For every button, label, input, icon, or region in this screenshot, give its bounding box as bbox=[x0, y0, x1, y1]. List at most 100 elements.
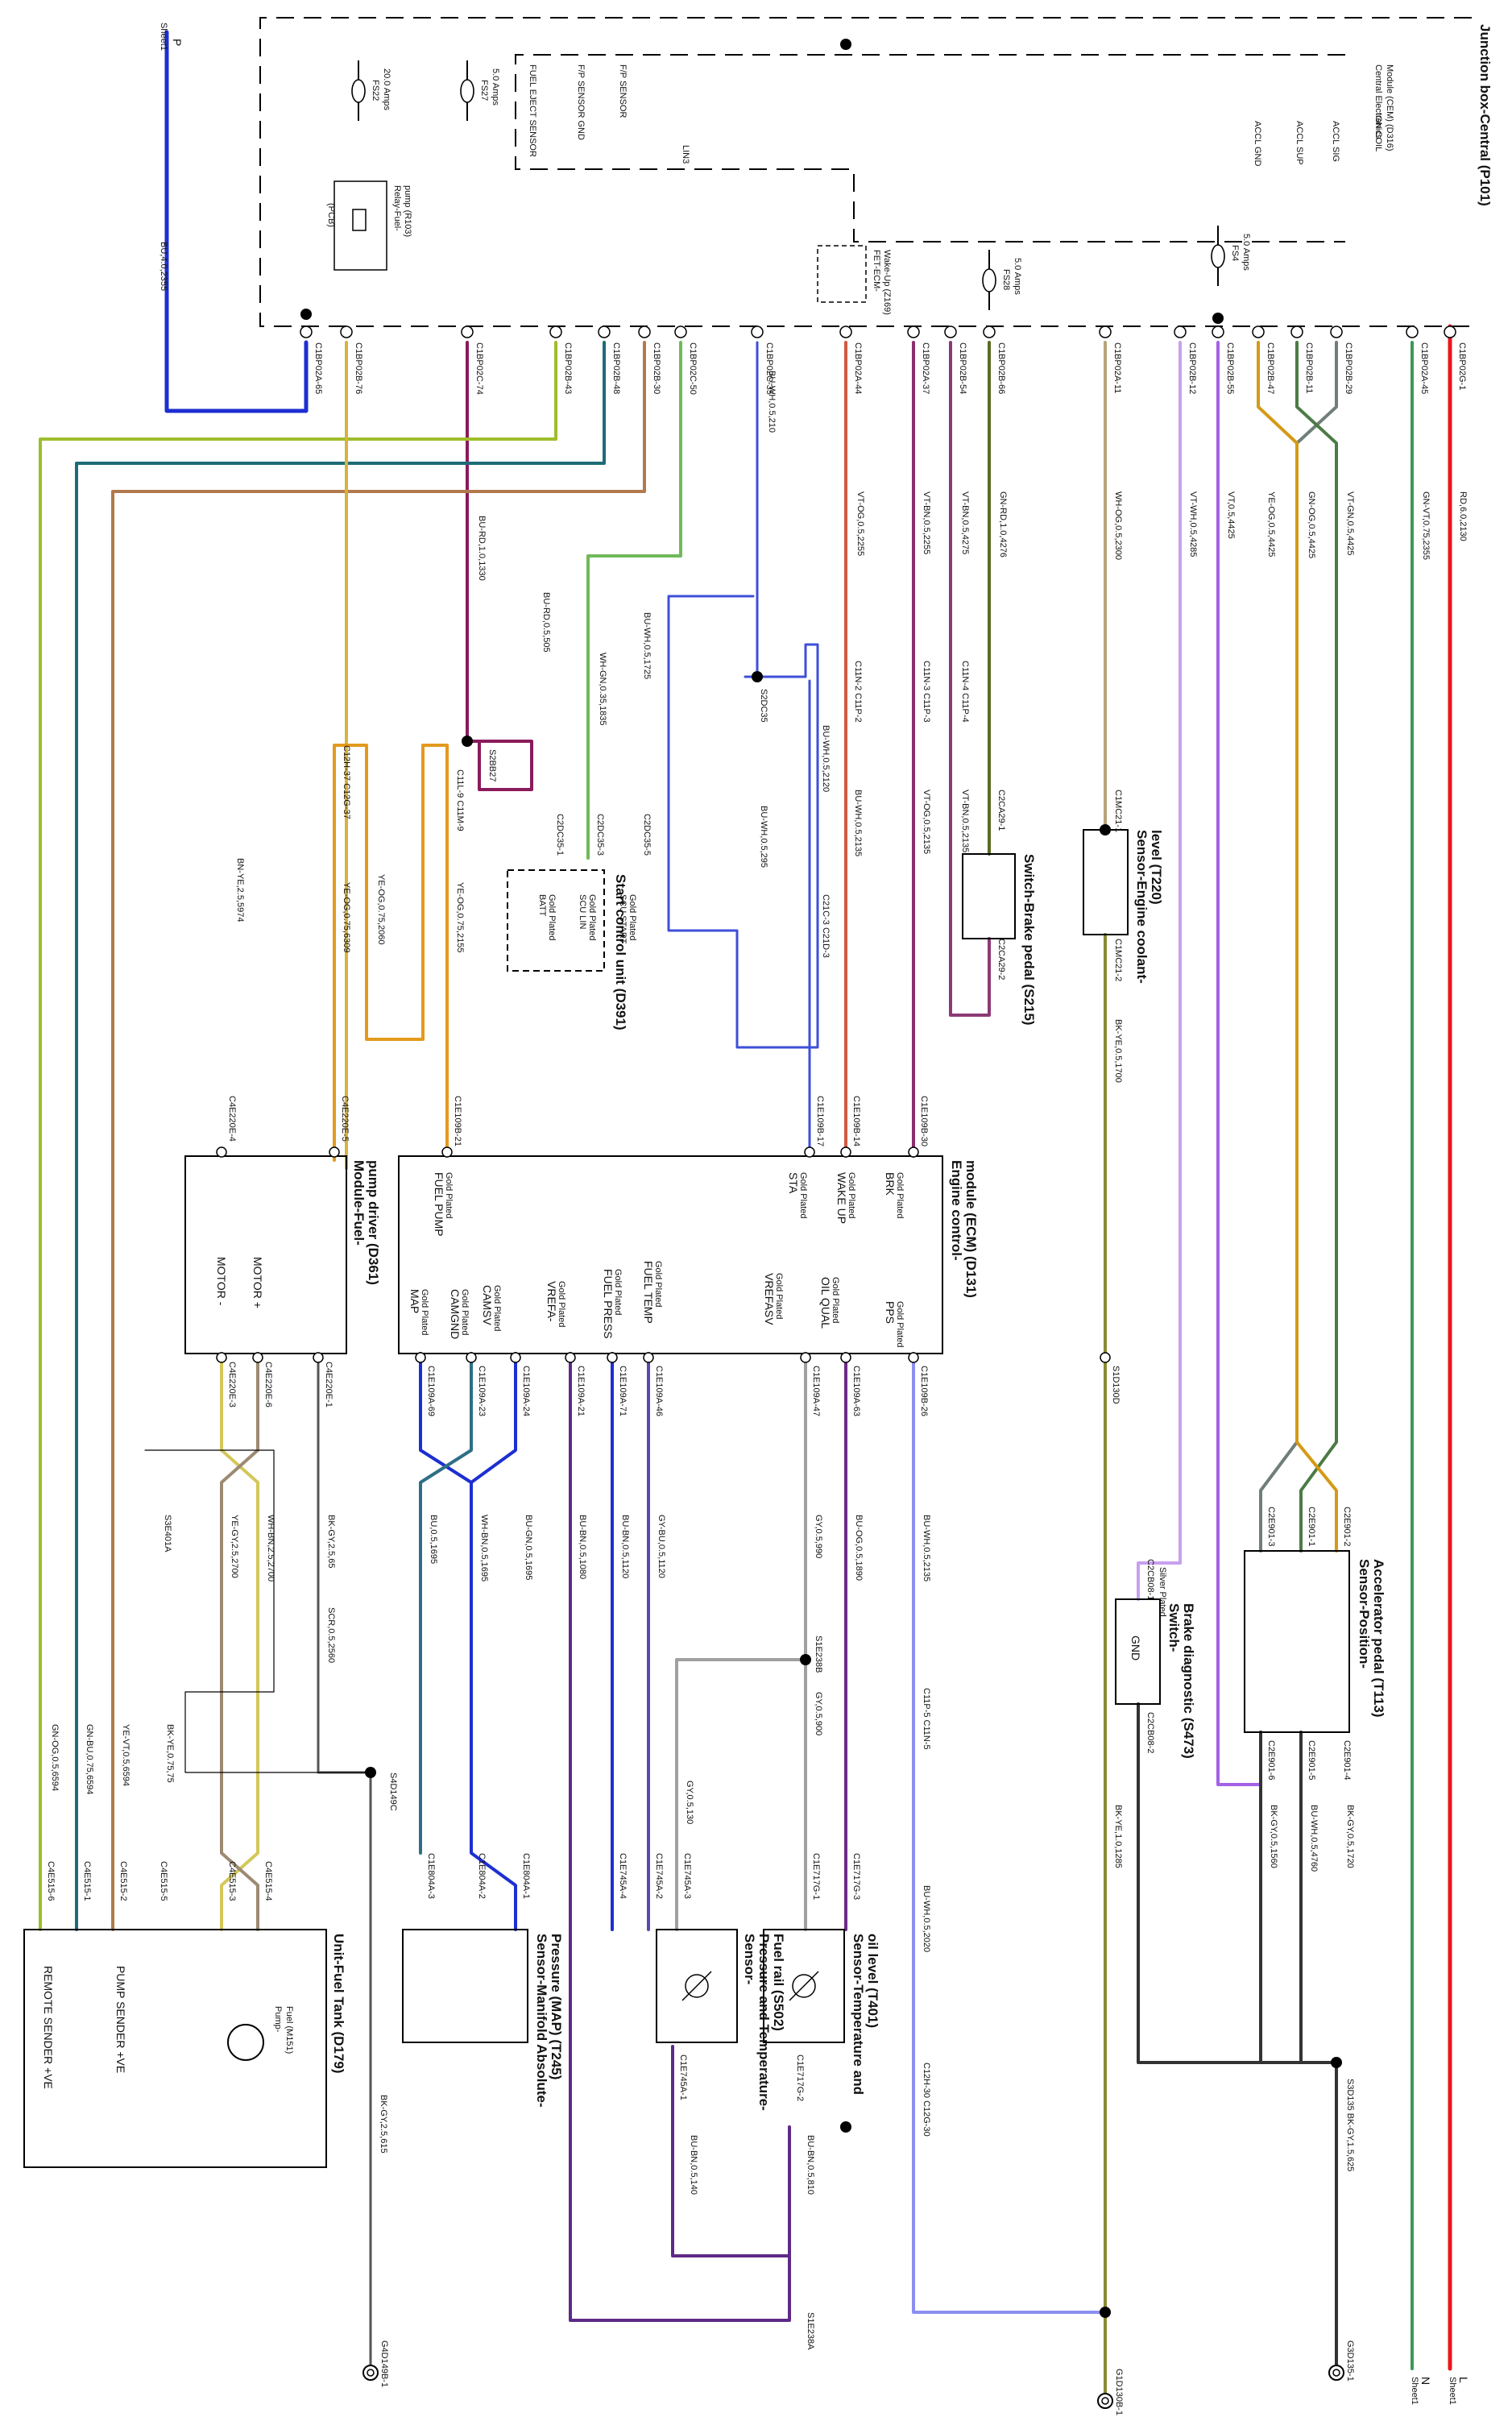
scu-pin: SCU START bbox=[618, 894, 628, 944]
wire-label: C2DC35-1 bbox=[555, 814, 565, 856]
ecm-pin-plate: Gold Plated bbox=[653, 1261, 663, 1307]
ground-icon bbox=[367, 2369, 375, 2377]
ecm-pin: FUEL PRESS bbox=[602, 1269, 615, 1339]
wire-label: WH-GN,0.35,1835 bbox=[598, 653, 607, 725]
wire-label: C1MC21-2 bbox=[1113, 939, 1123, 981]
connector-label: C1BP02A-65 bbox=[313, 342, 323, 394]
wire-label: S2DC35 bbox=[759, 689, 768, 723]
fpd-title: pump driver (D361) bbox=[366, 1160, 381, 1285]
connector-label: C1BP02B-30 bbox=[652, 342, 661, 394]
connector-label: C1BP02A-11 bbox=[1112, 342, 1122, 393]
switch-icon bbox=[817, 245, 867, 303]
connector-icon bbox=[643, 1352, 654, 1363]
connector-label: C2E901-5 bbox=[1307, 1740, 1316, 1781]
relay-coil-icon bbox=[352, 209, 367, 231]
connector-icon bbox=[565, 1352, 576, 1363]
connector-label: C4E515-1 bbox=[82, 1861, 92, 1901]
ecm-pin: VREFASV bbox=[763, 1273, 776, 1325]
frp-sensor-box bbox=[656, 1929, 738, 2043]
ecm-pin-plate: Gold Plated bbox=[460, 1289, 470, 1335]
oil-sensor-box bbox=[763, 1929, 845, 2043]
wire-label: BK-YE,0.5,1700 bbox=[1113, 1019, 1123, 1083]
connector-label: C2E901-4 bbox=[1342, 1740, 1352, 1781]
wire-label: S1E238B bbox=[814, 1636, 823, 1673]
wire-label: YE-OG,0.5,4425 bbox=[1266, 491, 1276, 557]
jb-pin-label: ACCL GND bbox=[1253, 121, 1262, 166]
wire-label: GY-BU,0.5,1120 bbox=[657, 1515, 666, 1578]
connector-icon bbox=[340, 325, 353, 338]
sensor-icon bbox=[685, 1974, 709, 1998]
jb-pin-label: F/P SENSOR GND bbox=[576, 64, 586, 140]
ecm-title: Engine control- bbox=[949, 1160, 964, 1261]
splice-icon bbox=[1100, 2307, 1111, 2318]
wire-label: WH-OG,0.5,2300 bbox=[1113, 491, 1123, 560]
wire-label: C12H-37 C12G-37 bbox=[342, 745, 351, 819]
wire-label: RD,6.0,2130 bbox=[1458, 491, 1468, 541]
wire-label: C21C-3 C21D-3 bbox=[821, 894, 831, 958]
fuse-rating: 5.0 Amps bbox=[491, 68, 500, 106]
jb-pin-label: FUEL EJECT SENSOR bbox=[528, 64, 537, 157]
wire-label: BU,0.5,1695 bbox=[429, 1515, 438, 1564]
wire-label: VT-OG,0.5,2135 bbox=[922, 790, 931, 854]
connector-label: C1E804A-2 bbox=[477, 1853, 487, 1899]
fet-label: FET-ECM- bbox=[872, 250, 881, 292]
sensor-icon bbox=[789, 1971, 819, 2001]
connector-label: C1E745A-4 bbox=[618, 1853, 628, 1899]
connector-label: C1E109A-71 bbox=[618, 1366, 628, 1416]
jb-pin-label: IGN COIL bbox=[1373, 113, 1383, 151]
connector-label: C1BP02B-47 bbox=[1266, 342, 1275, 394]
wire-label: BU-WH,0.5,1725 bbox=[642, 612, 652, 679]
connector-icon bbox=[1212, 325, 1224, 338]
connector-label: C4E220E-3 bbox=[227, 1362, 237, 1407]
connector-label: C4E220E-1 bbox=[324, 1362, 333, 1407]
connector-label: C1E717G-3 bbox=[851, 1853, 861, 1900]
splice-icon bbox=[365, 1767, 376, 1778]
wire-label: C2DC35-5 bbox=[642, 814, 652, 856]
fuse-name: FS22 bbox=[371, 80, 380, 101]
connector-label: S1E238A bbox=[806, 2312, 815, 2350]
wire-label: YE-GY,2.5,2700 bbox=[230, 1515, 239, 1578]
wire-label: VT-WH,0.5,4285 bbox=[1188, 491, 1198, 557]
pump-label: Pump- bbox=[273, 2006, 283, 2033]
wire-label: YE-OG,0.75,2155 bbox=[455, 882, 465, 952]
wire-label: BU-WH,0.5,210 bbox=[767, 371, 777, 433]
scu-pin-plate: Gold Plated bbox=[628, 894, 637, 940]
connector-icon bbox=[840, 1146, 851, 1158]
diag-pin: GND bbox=[1129, 1636, 1142, 1660]
sheet-ref-n: N bbox=[1419, 2377, 1432, 2385]
map-sensor-box bbox=[402, 1929, 528, 2043]
tank-box bbox=[23, 1929, 327, 2168]
oil-sensor-title: Sensor-Temperature and bbox=[851, 1934, 866, 2095]
ecm-pin-plate: Gold Plated bbox=[420, 1289, 429, 1335]
connector-label: C1E109A-23 bbox=[477, 1366, 487, 1416]
ecm-pin-plate: Gold Plated bbox=[895, 1301, 905, 1347]
wire-label: C11N-4 C11P-4 bbox=[960, 661, 970, 723]
connector-label: C2E901-2 bbox=[1342, 1507, 1352, 1547]
wire-label: BU-RD,0.5,505 bbox=[541, 592, 551, 653]
wire-label: BU-WH,0.5,4760 bbox=[1309, 1805, 1319, 1872]
ecm-pin-plate: Gold Plated bbox=[798, 1172, 808, 1218]
ground-icon bbox=[1328, 2365, 1344, 2381]
wire-label: BU-BN,0.5,1120 bbox=[620, 1515, 630, 1578]
splice-icon bbox=[800, 1654, 811, 1665]
connector-label: C4E515-2 bbox=[118, 1861, 128, 1901]
connector-label: C2CB08-2 bbox=[1145, 1712, 1155, 1753]
connector-label: C1BP02B-66 bbox=[996, 342, 1006, 394]
ecm-pin-plate: Gold Plated bbox=[444, 1172, 454, 1218]
fpd-pin: MOTOR - bbox=[215, 1257, 228, 1306]
connector-icon bbox=[638, 325, 651, 338]
ground-label: G4D149B-1 bbox=[379, 2340, 389, 2387]
connector-icon bbox=[466, 1352, 477, 1363]
wire-label: YE-OG,0.75,2060 bbox=[376, 874, 386, 944]
pump-label: Fuel (M151) bbox=[284, 2006, 294, 2054]
wire-label: BU-OG,0.5,1890 bbox=[854, 1515, 864, 1581]
connector-label: C1BP02B-12 bbox=[1187, 342, 1197, 394]
scu-pin: BATT bbox=[537, 894, 547, 917]
connector-label: C1E109A-24 bbox=[521, 1366, 531, 1416]
connector-label: C1BP02B-11 bbox=[1304, 342, 1314, 393]
wire-label: BK-GY,2.5,615 bbox=[379, 2095, 388, 2154]
ecm-pin-plate: Gold Plated bbox=[831, 1277, 840, 1323]
frp-sensor-title: Pressure and Temperature- bbox=[756, 1934, 772, 2111]
connector-label: C1E109B-26 bbox=[919, 1366, 929, 1416]
fuse-name: FS28 bbox=[1001, 269, 1011, 290]
